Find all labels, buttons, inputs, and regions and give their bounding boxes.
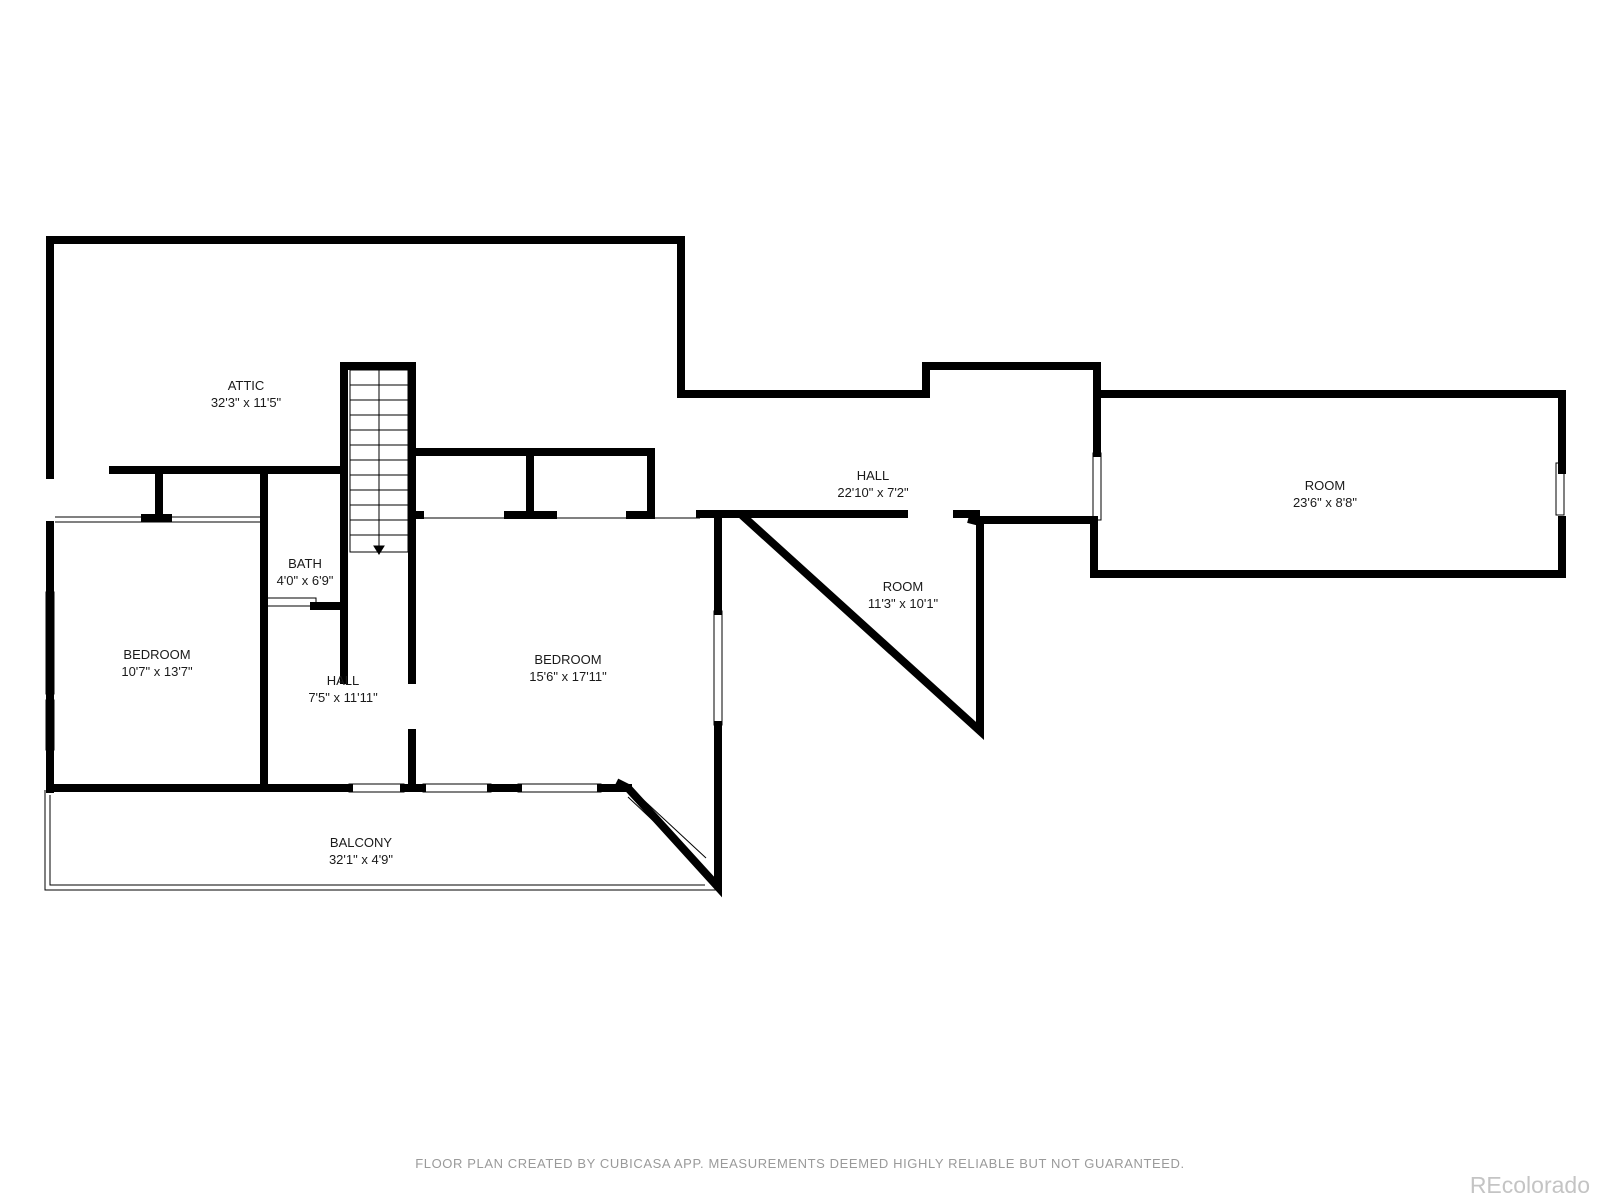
room-dims-attic: 32'3" x 11'5" [211, 395, 282, 410]
balcony-outline [44, 790, 720, 891]
watermark-logo: REcolorado [1469, 1172, 1590, 1198]
room-label-bedroom-west: BEDROOM [123, 647, 190, 662]
wall-room-triangle [739, 512, 984, 741]
openings [45, 452, 1565, 866]
disclaimer-text: FLOOR PLAN CREATED BY CUBICASA APP. MEAS… [415, 1156, 1185, 1171]
wall-north-west [46, 236, 1101, 479]
room-labels: ATTIC 32'3" x 11'5" HALL 22'10" x 7'2" R… [121, 378, 1357, 867]
walls [46, 236, 1566, 898]
room-label-bath: BATH [288, 556, 322, 571]
room-dims-bath: 4'0" x 6'9" [277, 573, 334, 588]
room-label-balcony: BALCONY [330, 835, 392, 850]
room-dims-hall-upper: 22'10" x 7'2" [837, 485, 909, 500]
room-dims-balcony: 32'1" x 4'9" [329, 852, 393, 867]
room-dims-room-east: 23'6" x 8'8" [1293, 495, 1357, 510]
room-label-hall-lower: HALL [327, 673, 360, 688]
wall-room-east-2 [1090, 516, 1566, 578]
room-dims-hall-lower: 7'5" x 11'11" [308, 690, 378, 705]
room-dims-room-triangle: 11'3" x 10'1" [868, 596, 939, 611]
room-dims-bedroom-west: 10'7" x 13'7" [121, 664, 193, 679]
stairs [349, 369, 409, 555]
room-label-bedroom-main: BEDROOM [534, 652, 601, 667]
room-label-hall-upper: HALL [857, 468, 890, 483]
wall-room-east [1093, 390, 1566, 474]
room-label-room-east: ROOM [1305, 478, 1345, 493]
room-dims-bedroom-main: 15'6" x 17'11" [529, 669, 607, 684]
wall-stair [340, 362, 416, 684]
room-label-room-triangle: ROOM [883, 579, 923, 594]
room-label-attic: ATTIC [228, 378, 265, 393]
